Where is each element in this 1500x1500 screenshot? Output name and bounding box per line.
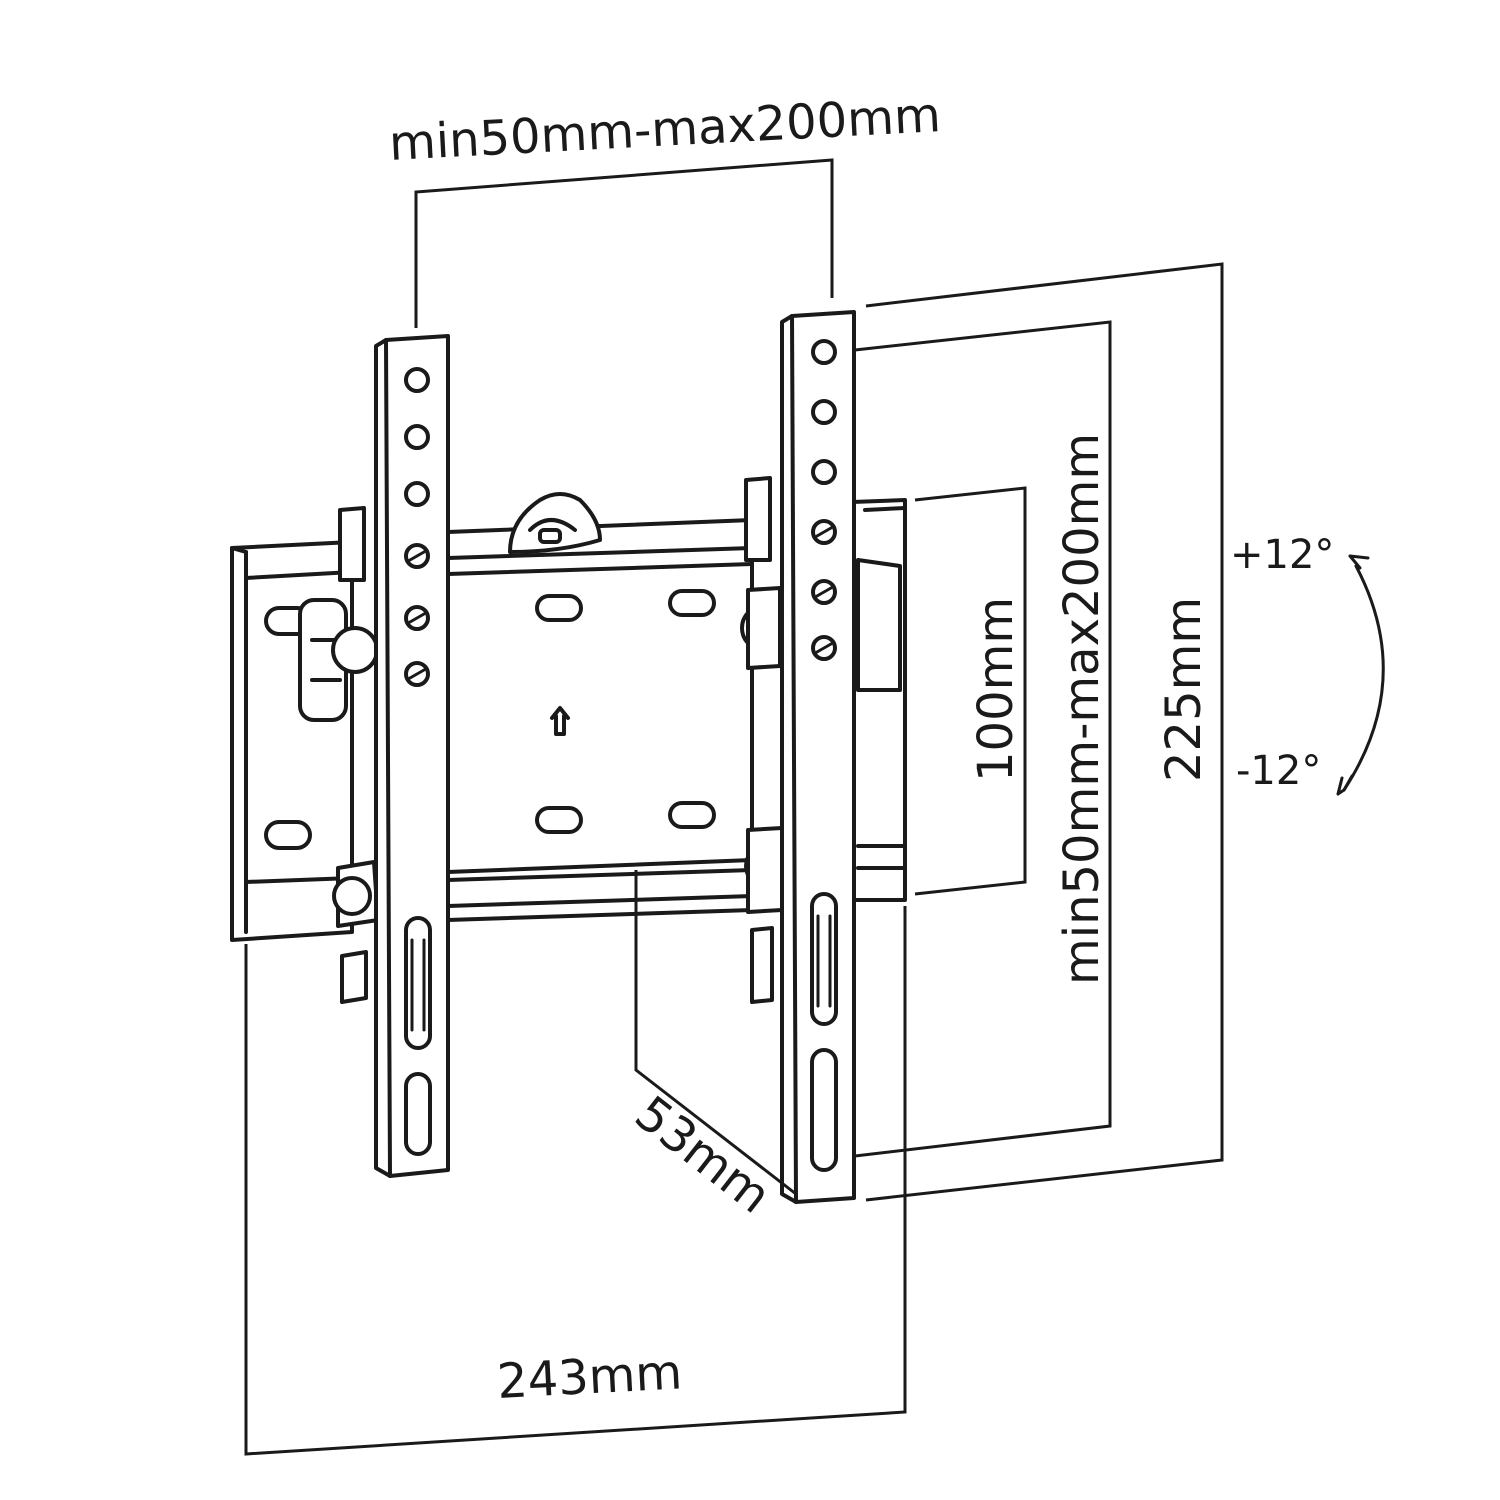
- dimension-bottom-label: 243mm: [496, 1344, 684, 1410]
- dimension-right-inner: [914, 486, 1027, 896]
- dimension-right-inner-label: 100mm: [968, 597, 1024, 782]
- dimension-depth: [634, 870, 797, 1196]
- dimension-right-vesa: [854, 320, 1112, 1158]
- cross-rails: [446, 492, 754, 922]
- left-tv-arm: [374, 334, 450, 1178]
- right-tv-arm: [780, 310, 856, 1204]
- tilt-arc-arrow: [1336, 554, 1385, 796]
- wall-plate-right: [850, 498, 907, 902]
- right-tilt-knob: [740, 476, 788, 1004]
- dimension-bottom: [244, 906, 907, 1456]
- dimension-right-vesa-label: min50mm-max200mm: [1054, 433, 1110, 985]
- dimension-top: [414, 158, 834, 328]
- dimension-right-total: [865, 262, 1224, 1202]
- dimension-right-total-label: 225mm: [1156, 597, 1212, 782]
- dimension-depth-label: 53mm: [625, 1085, 781, 1224]
- tilt-up-label: +12°: [1230, 532, 1334, 578]
- tilt-down-label: -12°: [1236, 748, 1321, 794]
- dimension-top-label: min50mm-max200mm: [388, 87, 942, 172]
